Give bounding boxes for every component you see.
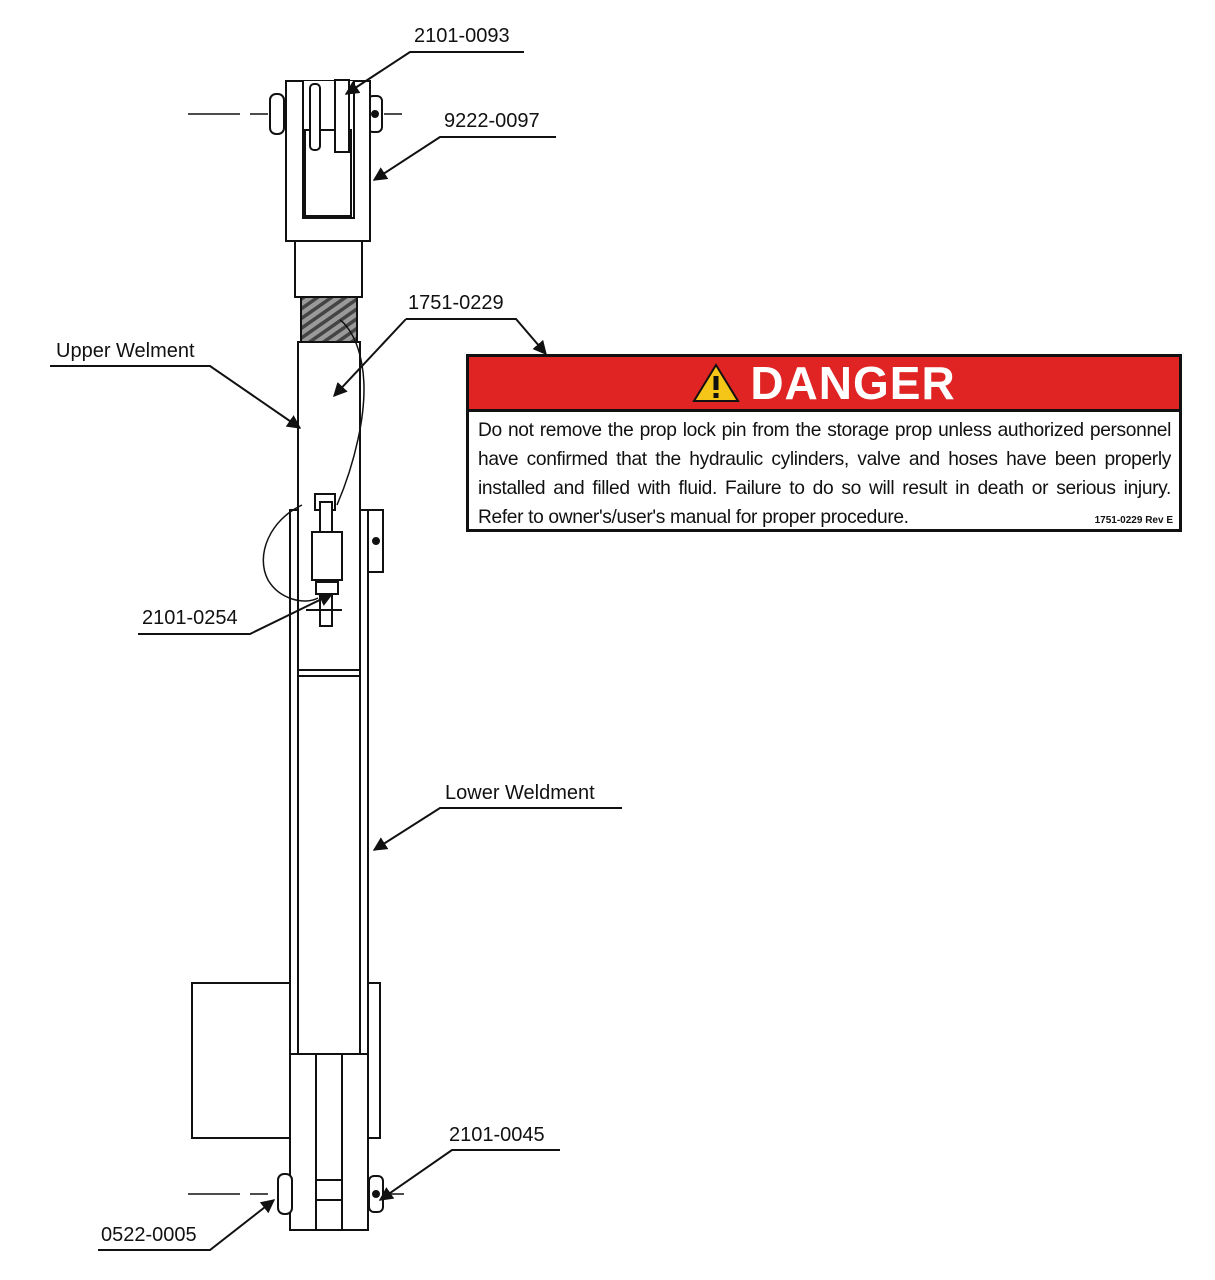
callout-2101-0093: 2101-0093 [414, 25, 510, 47]
lanyard-ring [262, 504, 319, 602]
leader-0522-0005 [98, 1199, 276, 1251]
leader-2101-0045 [378, 1149, 560, 1201]
warning-triangle-icon [692, 363, 741, 402]
leader-2101-0093 [344, 51, 524, 95]
leader-9222-0097 [372, 136, 556, 181]
callout-1751-0229: 1751-0229 [408, 292, 504, 314]
callout-2101-0254: 2101-0254 [142, 607, 238, 629]
leader-1751-0229-label [333, 318, 407, 398]
clevis [285, 79, 371, 242]
callout-9222-0097: 9222-0097 [444, 110, 540, 132]
threaded-rod [300, 296, 358, 344]
clevis-base [294, 240, 363, 298]
leader-lower-weldment [372, 807, 622, 851]
top-pin [269, 93, 383, 135]
lanyard [336, 319, 365, 506]
leader-1751-0229-decal [406, 318, 547, 356]
callout-0522-0005: 0522-0005 [101, 1224, 197, 1246]
danger-decal: DANGER Do not remove the prop lock pin f… [466, 354, 1182, 532]
side-bracket [367, 509, 384, 573]
bottom-clevis [289, 1053, 369, 1231]
callout-2101-0045: 2101-0045 [449, 1124, 545, 1146]
danger-header: DANGER [469, 357, 1179, 412]
callout-upper-weldment: Upper Welment [56, 340, 195, 362]
danger-title: DANGER [750, 357, 956, 409]
upper-weldment-tube [297, 341, 361, 1055]
danger-part-code: 1751-0229 Rev E [1094, 515, 1173, 526]
leader-upper-weldment [50, 365, 302, 429]
callout-lower-weldment: Lower Weldment [445, 782, 595, 804]
leader-2101-0254 [138, 593, 334, 635]
leader-lines [50, 51, 622, 1251]
danger-message: Do not remove the prop lock pin from the… [478, 420, 1171, 528]
